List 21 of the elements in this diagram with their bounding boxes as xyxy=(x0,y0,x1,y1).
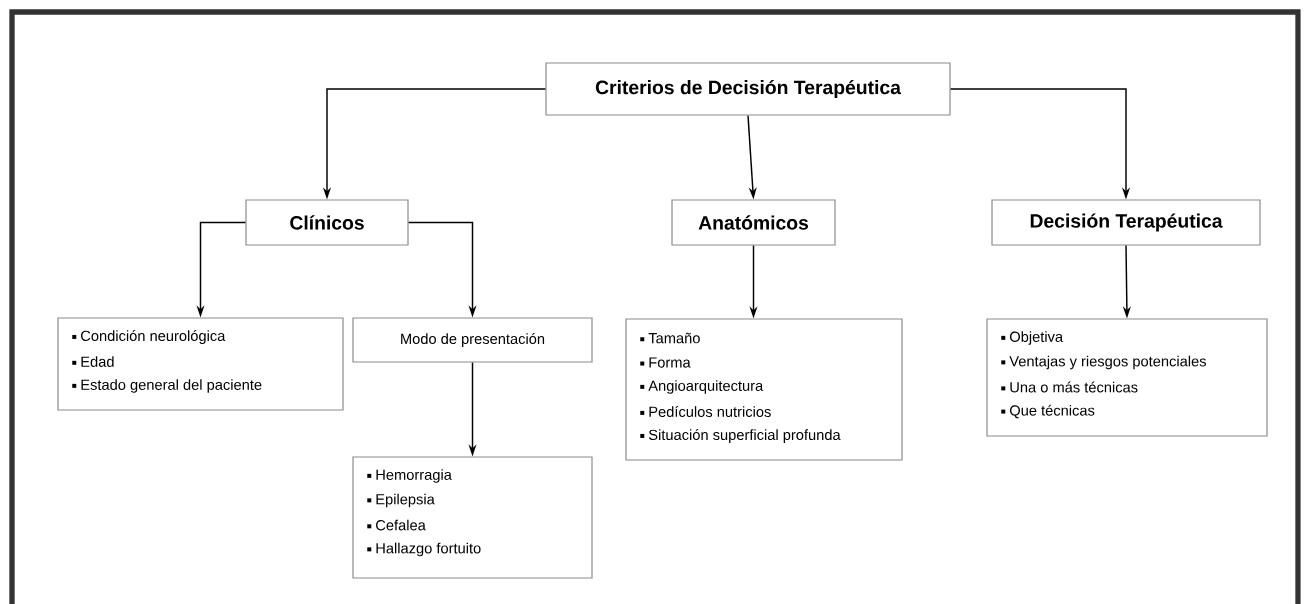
list-item: Situación superficial profunda xyxy=(640,429,841,443)
category-box: Decisión Terapéutica xyxy=(991,199,1261,246)
category-box: Anatómicos xyxy=(671,199,836,246)
list-item: Estado general del paciente xyxy=(72,379,262,393)
list-item: Hallazgo fortuito xyxy=(367,542,481,557)
list-item: Hemorragia xyxy=(367,469,452,483)
list-item: Objetiva xyxy=(1001,331,1064,345)
list-item: Edad xyxy=(72,356,114,367)
list-item: Condición neurológica xyxy=(72,330,226,344)
list-item: Epilepsia xyxy=(367,493,435,508)
list-item: Angioarquitectura xyxy=(640,380,764,394)
list-item: Que técnicas xyxy=(1001,404,1095,419)
process-box: Modo de presentación xyxy=(352,317,593,363)
list-item: Forma xyxy=(640,357,691,368)
list-item: Cefalea xyxy=(367,519,426,531)
list-item: Una o más técnicas xyxy=(1001,381,1138,393)
category-box: Criterios de Decisión Terapéutica xyxy=(545,62,951,116)
list-item: Pedículos nutricios xyxy=(640,406,771,417)
list-item: Tamaño xyxy=(640,332,700,344)
category-box: Clínicos xyxy=(245,199,409,246)
list-item: Ventajas y riesgos potenciales xyxy=(1001,355,1206,370)
